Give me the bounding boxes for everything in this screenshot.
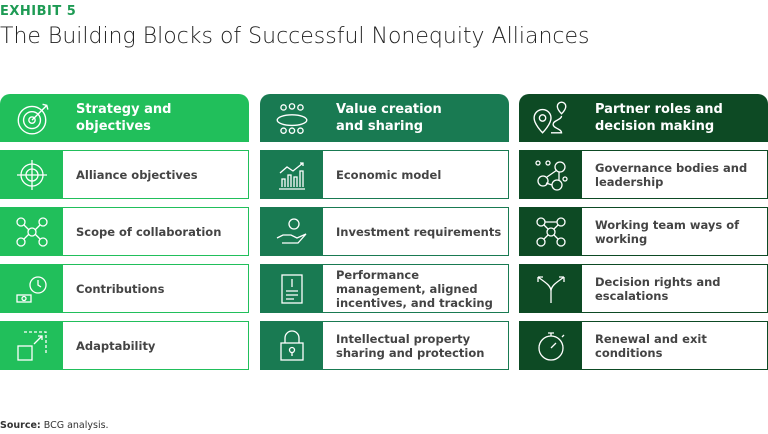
bar-chart-icon — [261, 151, 323, 198]
column-header: Strategy and objectives — [0, 94, 249, 142]
source-note: Source: BCG analysis. — [0, 420, 109, 431]
building-block-item: Renewal and exit conditions — [519, 321, 768, 370]
crosshair-icon — [1, 151, 63, 198]
building-block-item: Alliance objectives — [0, 150, 249, 199]
building-block-label: Adaptability — [63, 322, 248, 369]
building-block-label: Renewal and exit conditions — [582, 322, 767, 369]
column-3: Partner roles and decision making Govern… — [519, 94, 768, 370]
building-block-label: Alliance objectives — [63, 151, 248, 198]
map-route-icon — [519, 99, 583, 137]
building-block-item: Investment requirements — [260, 207, 509, 256]
building-block-item: Scope of collaboration — [0, 207, 249, 256]
team-network-icon — [520, 208, 582, 255]
team-table-icon — [260, 99, 324, 137]
target-arrow-icon — [0, 99, 64, 137]
building-block-label: Economic model — [323, 151, 508, 198]
building-block-item: Contributions — [0, 264, 249, 313]
building-block-label: Working team ways of working — [582, 208, 767, 255]
exhibit-label: EXHIBIT 5 — [0, 4, 77, 19]
building-block-label: Performance management, aligned incentiv… — [323, 265, 508, 312]
building-block-item: Decision rights and escalations — [519, 264, 768, 313]
people-network-icon — [520, 151, 582, 198]
stopwatch-icon — [520, 322, 582, 369]
building-block-label: Governance bodies and leadership — [582, 151, 767, 198]
page-title: The Building Blocks of Successful Nonequ… — [0, 24, 590, 49]
document-icon — [261, 265, 323, 312]
expand-icon — [1, 322, 63, 369]
building-block-item: Intellectual property sharing and protec… — [260, 321, 509, 370]
column-2: Value creation and sharing Economic mode… — [260, 94, 509, 370]
building-block-label: Intellectual property sharing and protec… — [323, 322, 508, 369]
network-icon — [1, 208, 63, 255]
column-1: Strategy and objectives Alliance objecti… — [0, 94, 249, 370]
building-block-label: Contributions — [63, 265, 248, 312]
column-header: Partner roles and decision making — [519, 94, 768, 142]
building-block-item: Governance bodies and leadership — [519, 150, 768, 199]
building-block-label: Investment requirements — [323, 208, 508, 255]
column-header-label: Strategy and objectives — [76, 102, 172, 134]
column-header-label: Value creation and sharing — [336, 102, 442, 134]
money-clock-icon — [1, 265, 63, 312]
building-block-label: Scope of collaboration — [63, 208, 248, 255]
building-block-item: Working team ways of working — [519, 207, 768, 256]
source-label: Source: — [0, 420, 41, 431]
hand-money-icon — [261, 208, 323, 255]
split-arrows-icon — [520, 265, 582, 312]
building-block-item: Performance management, aligned incentiv… — [260, 264, 509, 313]
building-block-item: Adaptability — [0, 321, 249, 370]
building-block-item: Economic model — [260, 150, 509, 199]
lock-icon — [261, 322, 323, 369]
building-block-label: Decision rights and escalations — [582, 265, 767, 312]
source-text: BCG analysis. — [40, 420, 109, 431]
column-header-label: Partner roles and decision making — [595, 102, 723, 134]
column-header: Value creation and sharing — [260, 94, 509, 142]
